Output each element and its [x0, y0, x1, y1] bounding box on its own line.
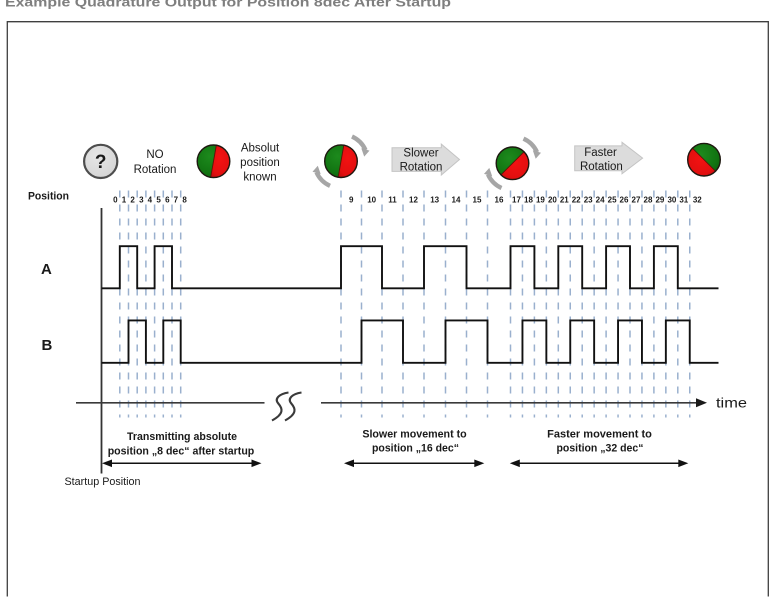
- svg-text:Rotation: Rotation: [134, 164, 177, 176]
- svg-text:19: 19: [536, 195, 545, 204]
- svg-text:Position: Position: [28, 191, 69, 203]
- svg-text:1: 1: [122, 195, 127, 204]
- svg-text:21: 21: [560, 195, 569, 204]
- svg-text:14: 14: [452, 195, 461, 204]
- svg-text:28: 28: [644, 195, 653, 204]
- svg-text:23: 23: [584, 195, 593, 204]
- svg-text:31: 31: [679, 195, 688, 204]
- svg-text:position „16 dec“: position „16 dec“: [372, 443, 459, 455]
- svg-text:20: 20: [548, 195, 557, 204]
- svg-text:Example Quadrature Output for: Example Quadrature Output for Position 8…: [5, 0, 451, 10]
- svg-text:5: 5: [156, 195, 161, 204]
- svg-text:24: 24: [596, 195, 605, 204]
- svg-text:4: 4: [148, 195, 153, 204]
- svg-text:Transmitting absolute: Transmitting absolute: [127, 431, 237, 443]
- svg-text:8: 8: [182, 195, 187, 204]
- svg-text:0: 0: [113, 195, 118, 204]
- svg-text:32: 32: [693, 195, 702, 204]
- svg-text:26: 26: [620, 195, 629, 204]
- svg-text:25: 25: [608, 195, 617, 204]
- svg-text:Startup Position: Startup Position: [65, 476, 141, 488]
- svg-text:12: 12: [409, 195, 418, 204]
- svg-text:position „32 dec“: position „32 dec“: [557, 443, 644, 455]
- svg-text:Rotation: Rotation: [580, 161, 623, 173]
- svg-text:27: 27: [632, 195, 641, 204]
- svg-text:9: 9: [349, 195, 354, 204]
- svg-text:Slower: Slower: [403, 147, 438, 159]
- svg-text:17: 17: [512, 195, 521, 204]
- svg-text:position: position: [240, 157, 280, 169]
- svg-text:NO: NO: [146, 149, 163, 161]
- svg-text:13: 13: [430, 195, 439, 204]
- svg-text:B: B: [42, 337, 53, 354]
- svg-text:7: 7: [174, 195, 179, 204]
- svg-text:Faster: Faster: [584, 147, 617, 159]
- svg-text:10: 10: [367, 195, 376, 204]
- svg-text:22: 22: [572, 195, 581, 204]
- svg-text:?: ?: [95, 152, 107, 173]
- svg-text:known: known: [243, 172, 276, 184]
- svg-text:16: 16: [495, 195, 504, 204]
- svg-text:Faster movement to: Faster movement to: [547, 428, 652, 440]
- svg-text:position „8 dec“ after startup: position „8 dec“ after startup: [108, 445, 255, 457]
- svg-text:Slower movement to: Slower movement to: [362, 428, 467, 440]
- svg-text:3: 3: [139, 195, 144, 204]
- svg-text:time: time: [716, 395, 747, 411]
- svg-text:6: 6: [165, 195, 170, 204]
- svg-text:Rotation: Rotation: [400, 161, 443, 173]
- svg-text:A: A: [41, 261, 52, 278]
- svg-text:11: 11: [388, 195, 397, 204]
- svg-text:2: 2: [130, 195, 135, 204]
- svg-text:15: 15: [473, 195, 482, 204]
- svg-text:18: 18: [524, 195, 533, 204]
- svg-text:30: 30: [667, 195, 676, 204]
- svg-text:29: 29: [655, 195, 664, 204]
- svg-text:Absolut: Absolut: [241, 143, 280, 155]
